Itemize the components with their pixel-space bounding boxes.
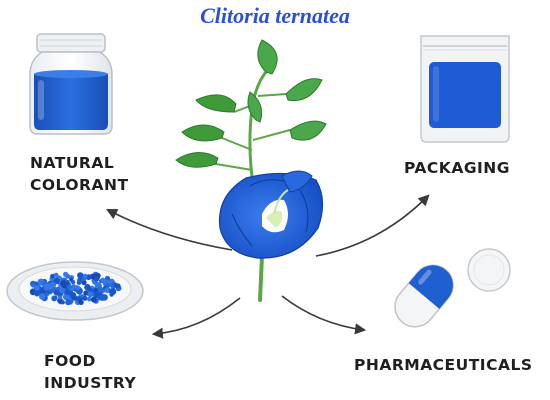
arrows xyxy=(106,194,430,339)
label-pharmaceuticals: PHARMACEUTICALS xyxy=(354,354,532,376)
arrow-to-packaging xyxy=(315,194,430,257)
label-pharmaceuticals-text: PHARMACEUTICALS xyxy=(354,356,533,374)
label-food-industry-line1: FOOD xyxy=(44,352,96,370)
butterfly-pea-plant xyxy=(175,39,327,302)
dye-granules xyxy=(29,271,122,306)
label-natural-colorant: NATURAL COLORANT xyxy=(30,152,129,196)
capsule-icon xyxy=(394,264,454,328)
pouch-icon xyxy=(420,35,510,143)
label-food-industry-line2: INDUSTRY xyxy=(44,374,137,392)
tablet-icon xyxy=(467,248,511,292)
plate-icon xyxy=(6,261,144,321)
leaves xyxy=(175,39,327,168)
label-natural-colorant-line2: COLORANT xyxy=(30,176,129,194)
arrow-to-pharmaceuticals xyxy=(281,295,367,335)
page-title: Clitoria ternatea xyxy=(200,3,350,28)
jar-icon xyxy=(29,33,113,135)
label-natural-colorant-line1: NATURAL xyxy=(30,154,115,172)
label-packaging: PACKAGING xyxy=(404,157,510,179)
flower xyxy=(218,170,324,259)
arrow-to-food xyxy=(151,297,241,339)
arrow-to-colorant xyxy=(106,208,233,251)
label-food-industry: FOOD INDUSTRY xyxy=(44,350,136,394)
label-packaging-text: PACKAGING xyxy=(404,159,510,177)
